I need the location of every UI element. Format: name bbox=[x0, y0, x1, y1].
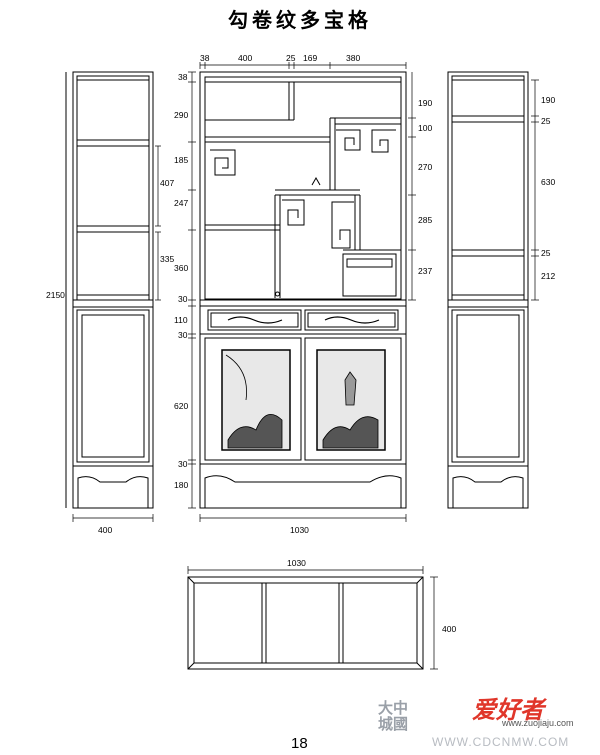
dim-c-360: 360 bbox=[174, 263, 188, 273]
dim-left-width: 400 bbox=[98, 525, 112, 535]
watermark-brand: 爱好者 bbox=[472, 696, 544, 724]
right-side-view bbox=[447, 71, 529, 509]
dim-c-38: 38 bbox=[178, 72, 188, 82]
dim-top-169: 169 bbox=[303, 53, 317, 63]
dim-r-25a: 25 bbox=[541, 116, 551, 126]
dim-top-380: 380 bbox=[346, 53, 360, 63]
watermark-url-large: WWW.CDCNMW.COM bbox=[432, 735, 570, 749]
dim-total-height: 2150 bbox=[46, 290, 65, 300]
page-number: 18 bbox=[291, 735, 308, 752]
watermark-url-small: www.zuojiaju.com bbox=[502, 718, 574, 728]
dim-c-30b: 30 bbox=[178, 330, 188, 340]
dim-cr-270: 270 bbox=[418, 162, 432, 172]
dim-r-212: 212 bbox=[541, 271, 555, 281]
dim-c-620: 620 bbox=[174, 401, 188, 411]
dim-r-25b: 25 bbox=[541, 248, 551, 258]
front-view bbox=[199, 71, 407, 509]
dim-cr-100: 100 bbox=[418, 123, 432, 133]
dim-plan-depth: 400 bbox=[442, 624, 456, 634]
dim-c-185: 185 bbox=[174, 155, 188, 165]
dim-r-190: 190 bbox=[541, 95, 555, 105]
right-side-dimensions bbox=[531, 79, 539, 301]
dim-r-630: 630 bbox=[541, 177, 555, 187]
plan-view bbox=[187, 576, 424, 670]
dim-c-30c: 30 bbox=[178, 459, 188, 469]
left-side-view bbox=[65, 71, 154, 509]
dim-plan-width: 1030 bbox=[287, 558, 306, 568]
plan-dimensions bbox=[187, 566, 438, 670]
left-side-dimensions bbox=[65, 72, 161, 522]
dim-cr-285: 285 bbox=[418, 215, 432, 225]
dim-left-407: 407 bbox=[160, 178, 174, 188]
drawing-title: 勾卷纹多宝格 bbox=[228, 8, 372, 32]
dim-top-38: 38 bbox=[200, 53, 210, 63]
dim-c-247: 247 bbox=[174, 198, 188, 208]
dim-cr-237: 237 bbox=[418, 266, 432, 276]
front-dimensions bbox=[188, 62, 416, 522]
dim-c-110: 110 bbox=[174, 315, 188, 325]
dim-c-30a: 30 bbox=[178, 294, 188, 304]
dim-c-290: 290 bbox=[174, 110, 188, 120]
watermark: 大中 城國 爱好者 www.zuojiaju.com WWW.CDCNMW.CO… bbox=[352, 680, 600, 755]
watermark-text: 大中 城國 bbox=[378, 699, 409, 733]
dim-left-335: 335 bbox=[160, 254, 174, 264]
dim-center-width: 1030 bbox=[290, 525, 309, 535]
dim-cr-190: 190 bbox=[418, 98, 432, 108]
dim-top-400: 400 bbox=[238, 53, 252, 63]
dim-c-180: 180 bbox=[174, 480, 188, 490]
dim-top-25: 25 bbox=[286, 53, 296, 63]
